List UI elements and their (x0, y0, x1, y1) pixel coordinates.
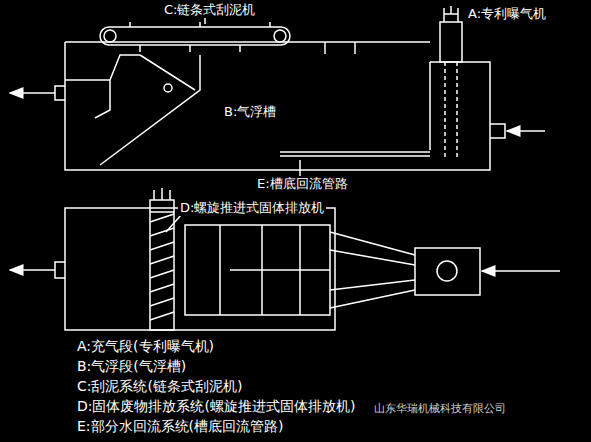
legend-line: C:刮泥系统(链条式刮泥机) (75, 378, 244, 395)
legend-line: E:部分水回流系统(槽底回流管路) (75, 418, 286, 435)
part-label: E:槽底回流管路 (255, 176, 350, 192)
part-label: B:气浮槽 (222, 104, 278, 120)
legend-line: D:固体废物排放系统(螺旋推进式固体排放机) (75, 398, 357, 415)
part-label: A:专利曝气机 (466, 6, 548, 22)
part-label: C:链条式刮泥机 (162, 2, 257, 18)
legend-line: A:充气段(专利曝气机) (75, 338, 216, 355)
watermark: 山东华瑞机械科技有限公司 (372, 402, 508, 415)
legend-line: B:气浮段(气浮槽) (75, 358, 188, 375)
part-label: D:螺旋推进式固体排放机 (178, 200, 326, 216)
